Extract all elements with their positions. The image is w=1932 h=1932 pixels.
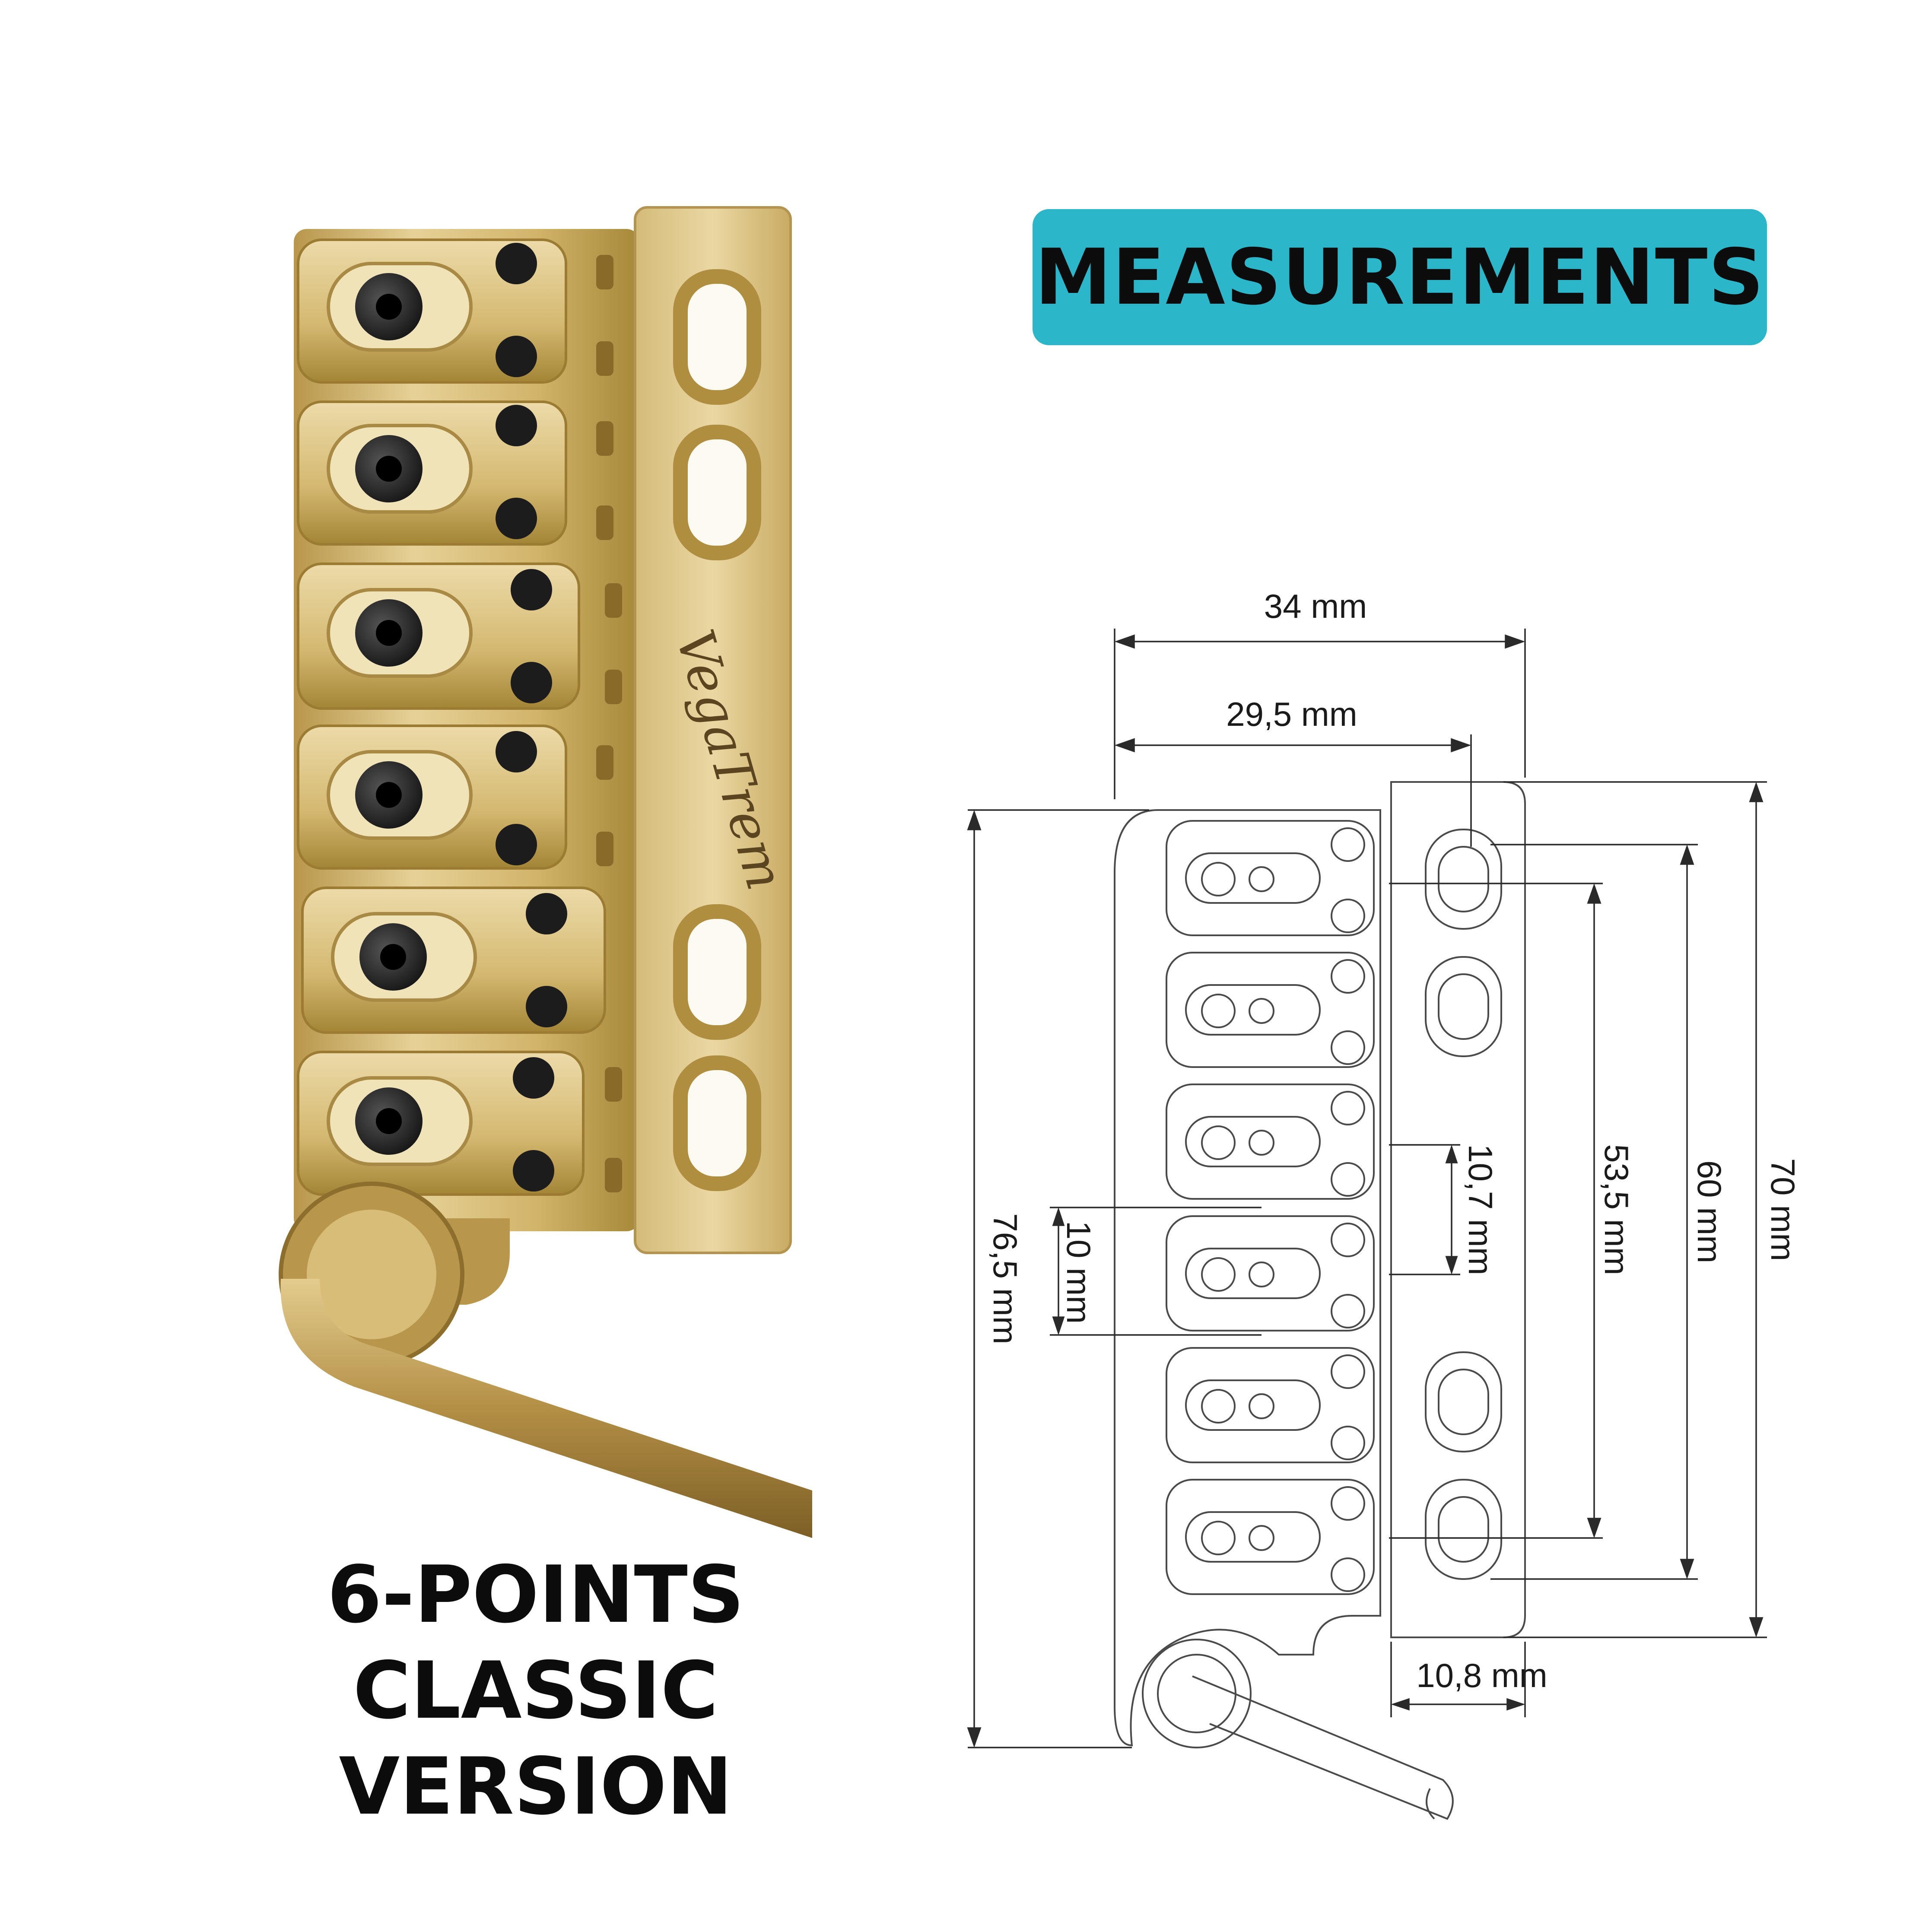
saddle-4 <box>297 724 613 870</box>
height-screw-icon <box>513 1057 554 1099</box>
height-screw-icon <box>513 1150 554 1192</box>
height-screw-icon <box>496 498 537 539</box>
height-screw-icon <box>496 243 537 284</box>
height-screw-icon <box>511 569 552 610</box>
height-screw-icon <box>526 893 567 934</box>
drawing-body-outline <box>1114 809 1381 1747</box>
drawing-slot-2 <box>1425 956 1502 1057</box>
height-screw-icon <box>496 405 537 446</box>
dim-outer-strings: 53,5 mm <box>1598 1144 1636 1275</box>
saddle-1 <box>297 238 613 384</box>
saddle-6 <box>297 1051 622 1196</box>
tremolo-arm <box>279 1182 813 1538</box>
product-caption: 6-POINTS CLASSIC VERSION <box>242 1547 829 1834</box>
saddle-5 <box>301 887 606 1034</box>
measurements-badge: MEASUREMENTS <box>1033 209 1767 345</box>
tremolo-photo: VegaTrem <box>279 206 813 1538</box>
dim-height-total: 76,5 mm <box>986 1213 1024 1344</box>
saddle-3 <box>297 562 622 710</box>
drawing-slot-3 <box>1425 1351 1502 1452</box>
caption-line-2: CLASSIC <box>353 1645 718 1736</box>
slot-1 <box>673 269 761 405</box>
drawing-slot-4 <box>1425 1479 1502 1580</box>
dim-string-spacing: 10,7 mm <box>1462 1144 1500 1275</box>
plate-screw-slots <box>673 269 761 1191</box>
drawing-arm-collar <box>1142 1639 1252 1748</box>
measurements-title: MEASUREMENTS <box>1035 232 1765 322</box>
slot-2 <box>673 425 761 560</box>
slot-3 <box>673 904 761 1040</box>
arm-rod <box>280 1279 813 1538</box>
drawing-saddles <box>1166 820 1375 1595</box>
dimension-labels: 34 mm 29,5 mm 76,5 mm 10 mm 10,7 mm 53,5… <box>986 587 1802 1694</box>
dimension-lines <box>967 629 1767 1748</box>
saddle-2 <box>297 400 613 546</box>
dim-plate-length: 70 mm <box>1764 1158 1802 1261</box>
dim-saddle-pitch: 10 mm <box>1060 1221 1098 1324</box>
drawing-slot-1 <box>1425 829 1502 930</box>
saddles <box>297 238 622 1196</box>
technical-drawing <box>967 629 1767 1820</box>
caption-line-3: VERSION <box>339 1741 733 1832</box>
slot-4 <box>673 1055 761 1191</box>
caption-line-1: 6-POINTS <box>327 1549 744 1640</box>
dim-width-inner: 29,5 mm <box>1226 695 1357 733</box>
height-screw-icon <box>496 731 537 772</box>
drawing-arm-rod <box>1192 1675 1454 1820</box>
height-screw-icon <box>526 986 567 1027</box>
height-screw-icon <box>496 336 537 377</box>
height-screw-icon <box>496 824 537 865</box>
height-screw-icon <box>511 662 552 703</box>
dim-screw-span: 60 mm <box>1690 1160 1729 1263</box>
dim-block-width: 10,8 mm <box>1416 1656 1547 1694</box>
dim-width-total: 34 mm <box>1264 587 1367 625</box>
